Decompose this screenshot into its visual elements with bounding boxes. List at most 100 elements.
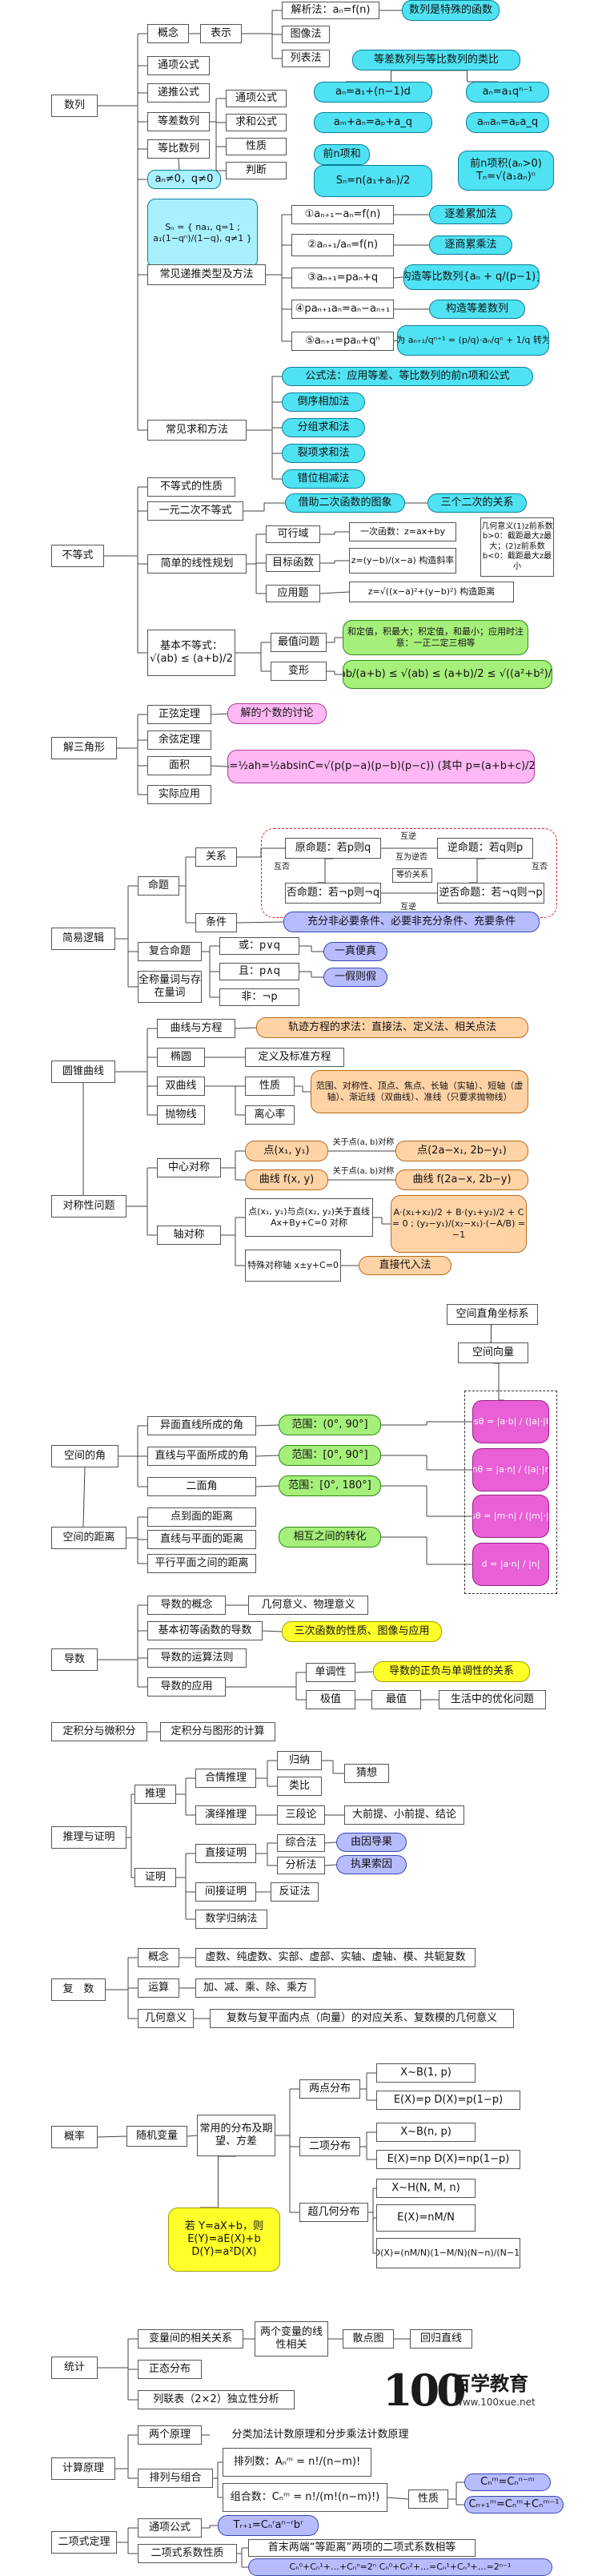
- node-jjzm: 间接证明: [195, 1882, 256, 1902]
- node-tongji: 统计: [51, 2357, 98, 2379]
- node-guanxi: 关系: [195, 847, 237, 867]
- node-heqing: 合情推理: [195, 1769, 256, 1788]
- node-lieliuan: 列联表（2×2）独立性分析: [138, 2390, 295, 2409]
- node-jiesanjiao: 解三角形: [51, 737, 117, 759]
- node-zx2: 曲线 f(x, y): [245, 1169, 328, 1190]
- node-qian-n: 前n项和: [314, 144, 370, 165]
- node-shulie: 数列: [51, 95, 98, 117]
- node-huo-r: 一真便真: [323, 942, 387, 961]
- node-guina: 归纳: [277, 1751, 322, 1770]
- node-xingzhi: 性质: [226, 138, 287, 155]
- node-qie-r: 一假则假: [323, 968, 387, 987]
- node-sn-dc: Sₙ=n(a₁+aₙ)/2: [314, 165, 432, 197]
- node-zx-lab2: 关于点(a, b)对称: [332, 1166, 395, 1176]
- node-exxs-r1: 首末两端“等距离”两项的二项式系数相等: [248, 2539, 476, 2557]
- node-bds-xz: 不等式的性质: [147, 477, 235, 497]
- node-lp-note: 几何意义(1)z前系数b>0：截距最大z最大；(2)z前系数b<0：截距最大z最…: [480, 517, 554, 577]
- node-lgyl: 两个原理: [138, 2425, 202, 2445]
- node-lgbl: 两个变量的线性相关: [255, 2321, 328, 2357]
- node-zhou1-r: A·(x₁+x₂)/2 + B·(y₁+y₂)/2 + C = 0 ; (y₂−…: [391, 1195, 527, 1253]
- node-bianxing: 变形: [271, 662, 327, 681]
- node-bianxing-r: 2ab/(a+b) ≤ √(ab) ≤ (a+b)/2 ≤ √((a²+b²)/…: [343, 660, 552, 689]
- node-zxpmj: 直线与平面的距离: [147, 1530, 256, 1549]
- node-lp1: 一次函数：z=ax+by: [349, 522, 456, 541]
- node-fs-ys: 运算: [138, 1978, 179, 1998]
- connector-line: [324, 1841, 337, 1844]
- node-ld2: E(X)=p D(X)=p(1−p): [376, 2091, 520, 2110]
- node-fei: 非：¬p: [219, 988, 299, 1006]
- node-qh5: 错位相减法: [282, 469, 365, 489]
- node-ermj: 二面角: [147, 1477, 256, 1496]
- connector-line: [324, 1864, 337, 1866]
- node-zx2-r: 曲线 f(2a−x, 2b−y): [395, 1169, 528, 1190]
- node-djf: 定积分与微积分: [51, 1722, 147, 1741]
- node-ni: 逆命题：若q则p: [437, 838, 533, 859]
- node-sjbl: 随机变量: [126, 2126, 187, 2147]
- node-dt3r: 构造等比数列{aₙ + q/(p−1)}: [403, 264, 540, 290]
- node-dt5: ⑤aₙ₊₁=paₙ+qⁿ: [291, 332, 394, 351]
- node-qian-n-ji: 前n项积(aₙ>0) Tₙ=√(a₁aₙ)ⁿ: [458, 151, 554, 191]
- node-leibi: 类比: [277, 1777, 322, 1796]
- logo-name: 百学教育: [451, 2373, 528, 2395]
- node-zxpm: 直线与平面所成的角: [147, 1447, 256, 1466]
- connector-line: [393, 276, 404, 279]
- node-hgzx: 回归直线: [410, 2329, 472, 2349]
- node-xz-r: 范围、对称性、顶点、焦点、长轴（实轴）、短轴（虚轴）、渐近线（双曲线）、准线（只…: [311, 1070, 528, 1113]
- node-xxbh: 若 Y=aX+b，则 E(Y)=aE(X)+b D(Y)=a²D(X): [168, 2208, 280, 2272]
- node-yuxian: 余弦定理: [147, 731, 211, 750]
- node-changjian-qh: 常见求和方法: [147, 420, 247, 441]
- node-yingyong: 应用题: [266, 585, 320, 602]
- node-mn-db: aₘaₙ=aₚa_q: [466, 112, 549, 133]
- node-gainian: 概念: [147, 24, 189, 43]
- connector-line: [82, 1467, 86, 1527]
- logo-url: www.100xue.net: [455, 2397, 536, 2408]
- node-bljxg: 变量间的相关关系: [138, 2329, 243, 2349]
- node-qh4: 裂项求和法: [282, 444, 365, 463]
- node-zh-xz1: Cₙᵐ=Cₙⁿ⁻ᵐ: [464, 2473, 551, 2491]
- node-ds-gn: 导数的概念: [147, 1596, 226, 1615]
- node-mubiao: 目标函数: [266, 554, 320, 572]
- node-ld1: X~B(1, p): [376, 2063, 476, 2083]
- node-lg-hufou2: 互否: [532, 862, 548, 871]
- node-zhsh: 组合数：Cₙᵐ = n!/(m!(n−m)!): [223, 2483, 387, 2512]
- node-an-db: aₙ=a₁qⁿ⁻¹: [466, 82, 549, 103]
- connector-line: [187, 2135, 198, 2137]
- node-dxqt: 大前提、小前提、结论: [344, 1805, 464, 1825]
- node-budengshi: 不等式: [51, 545, 104, 567]
- node-exdl: 二项式定理: [51, 2531, 117, 2554]
- logo-number: 100: [383, 2365, 467, 2416]
- node-mianji-r: S=½ah=½absinC=√(p(p−a)(p−b)(p−c)) (其中 p=…: [227, 750, 535, 783]
- node-xingzhi3: 性质: [408, 2489, 448, 2509]
- node-fs-jh: 几何意义: [138, 2009, 194, 2028]
- node-zuizhi2: 最值: [371, 1690, 421, 1709]
- node-zm: 证明: [134, 1868, 176, 1887]
- node-gailv: 概率: [51, 2126, 98, 2148]
- node-zh: 相互之间的转化: [279, 1527, 381, 1548]
- node-dt5r: 化为 aₙ₊₁/qⁿ⁺¹ = (p/q)·aₙ/qⁿ + 1/q 转为③: [397, 325, 549, 356]
- node-nifou: 逆否命题：若¬q则¬p: [437, 883, 544, 904]
- node-ztfb: 正态分布: [138, 2360, 202, 2379]
- node-qxfc-r: 轨迹方程的求法：直接法、定义法、相关点法: [256, 1017, 528, 1038]
- node-zhfa: 综合法: [277, 1834, 325, 1852]
- node-mn-dc: aₘ+aₙ=aₚ+a_q: [314, 112, 432, 133]
- node-tl: 推理: [134, 1785, 176, 1804]
- node-txgs: 通项公式: [138, 2518, 202, 2538]
- connector-line: [97, 2135, 127, 2138]
- node-qh2: 倒序相加法: [282, 392, 365, 412]
- connector-line: [255, 1485, 279, 1487]
- node-ex1: X~B(n, p): [376, 2123, 476, 2142]
- node-daoshu: 导数: [51, 1648, 98, 1671]
- node-mianji: 面积: [147, 756, 211, 775]
- node-zuizhi-r: 和定值，积最大；积定值，和最小；应用时注意：一正二定三相等: [343, 620, 528, 655]
- node-jbdy: 基本初等函数的导数: [147, 1621, 263, 1640]
- node-mingti: 命题: [138, 876, 179, 896]
- node-lp2: z=(y−b)/(x−a) 构造斜率: [349, 548, 456, 574]
- node-zjzm: 直接证明: [195, 1844, 256, 1863]
- node-lg-huni2: 互逆: [400, 902, 416, 912]
- node-dist: d = |a·n| / |n|: [472, 1543, 549, 1586]
- node-biaoshi: 表示: [200, 24, 242, 43]
- node-jiben: 基本不等式：√(ab) ≤ (a+b)/2: [147, 630, 235, 676]
- node-sanduan: 三段论: [277, 1805, 325, 1825]
- node-zx-r: 解的个数的讨论: [227, 703, 327, 724]
- connector-line: [319, 591, 350, 594]
